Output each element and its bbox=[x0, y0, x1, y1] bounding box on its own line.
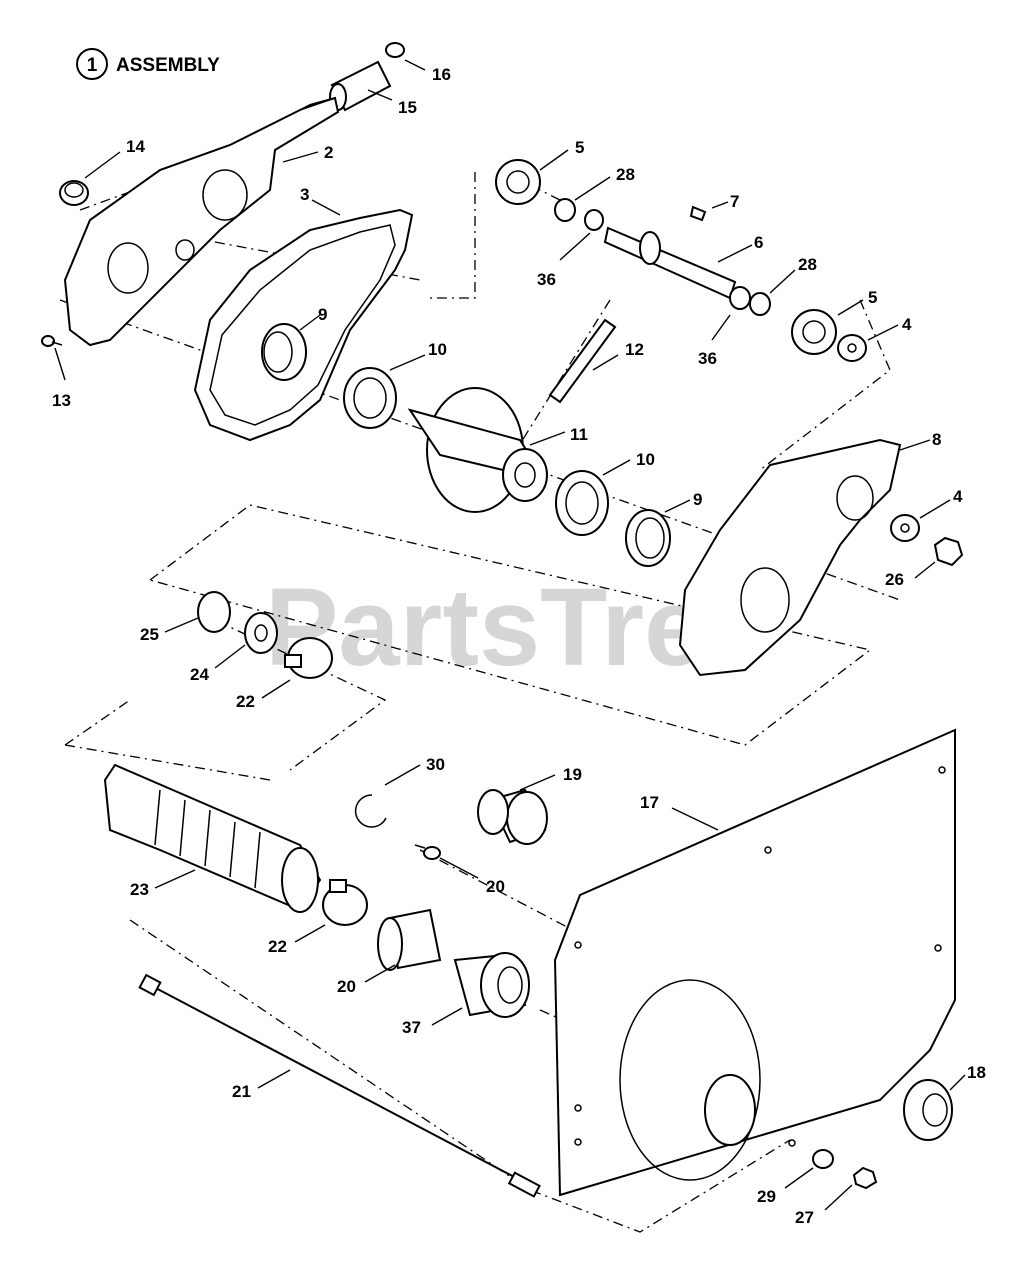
part-9-needle-bearing bbox=[261, 323, 307, 381]
part-15-spacer bbox=[329, 60, 392, 112]
callout-16: 16 bbox=[432, 65, 451, 84]
callout-28: 28 bbox=[616, 165, 635, 184]
callout-4: 4 bbox=[953, 487, 963, 506]
part-20-grease-fitting bbox=[414, 844, 441, 860]
part-22-hose-clamp bbox=[284, 637, 333, 679]
part-8-housing-plate bbox=[678, 438, 902, 677]
part-10-seal bbox=[555, 470, 609, 536]
part-16-retaining-ring bbox=[385, 42, 405, 58]
part-6-shaft bbox=[603, 226, 737, 300]
assembly-title: 1 ASSEMBLY bbox=[76, 48, 220, 80]
part-19-bushing bbox=[477, 788, 548, 845]
callout-5: 5 bbox=[868, 288, 877, 307]
callout-20: 20 bbox=[486, 877, 505, 896]
part-36-washer bbox=[729, 286, 751, 310]
callout-36: 36 bbox=[537, 270, 556, 289]
part-24-washer bbox=[244, 612, 278, 654]
part-5-bearing bbox=[791, 309, 837, 355]
callout-10: 10 bbox=[428, 340, 447, 359]
callout-13: 13 bbox=[52, 391, 71, 410]
leader-lines bbox=[54, 59, 966, 1211]
callout-23: 23 bbox=[130, 880, 149, 899]
callout-11: 11 bbox=[570, 425, 588, 444]
callouts: 16 15 14 2 3 5 28 7 36 6 28 5 4 36 9 10 … bbox=[52, 65, 986, 1227]
part-18-collar bbox=[903, 1079, 953, 1141]
callout-9: 9 bbox=[318, 305, 327, 324]
part-37-bearing bbox=[453, 952, 530, 1018]
part-29-lock-washer bbox=[812, 1149, 834, 1169]
part-12-chain bbox=[548, 318, 617, 404]
part-28-washer bbox=[749, 292, 771, 316]
callout-21: 21 bbox=[232, 1082, 251, 1101]
part-14-cap bbox=[59, 180, 89, 206]
assembly-label: ASSEMBLY bbox=[116, 55, 220, 76]
part-11-sprocket bbox=[407, 387, 548, 513]
callout-37: 37 bbox=[402, 1018, 421, 1037]
callout-8: 8 bbox=[932, 430, 941, 449]
part-9-needle-bearing bbox=[625, 509, 671, 567]
assembly-number-circle bbox=[76, 48, 108, 80]
callout-27: 27 bbox=[795, 1208, 814, 1227]
callout-19: 19 bbox=[563, 765, 582, 784]
callout-4: 4 bbox=[902, 315, 912, 334]
part-28-washer bbox=[554, 198, 576, 222]
callout-29: 29 bbox=[757, 1187, 776, 1206]
part-4-washer bbox=[837, 334, 867, 362]
callout-18: 18 bbox=[967, 1063, 986, 1082]
callout-14: 14 bbox=[126, 137, 145, 156]
callout-30: 30 bbox=[426, 755, 445, 774]
callout-22: 22 bbox=[268, 937, 287, 956]
callout-26: 26 bbox=[885, 570, 904, 589]
callout-9: 9 bbox=[693, 490, 702, 509]
part-13-screw bbox=[41, 335, 63, 347]
part-5-bearing bbox=[495, 159, 541, 205]
assembly-number: 1 bbox=[87, 55, 98, 76]
part-23-boot bbox=[103, 763, 322, 913]
callout-10: 10 bbox=[636, 450, 655, 469]
part-2-chain-case-half bbox=[63, 96, 340, 347]
part-20-bushing bbox=[377, 908, 442, 971]
callout-36: 36 bbox=[698, 349, 717, 368]
part-36-washer bbox=[584, 209, 604, 231]
part-27-nut bbox=[852, 1166, 878, 1190]
callout-5: 5 bbox=[575, 138, 584, 157]
callout-20: 20 bbox=[337, 977, 356, 996]
callout-17: 17 bbox=[640, 793, 659, 812]
part-3-chain-case-half bbox=[193, 208, 414, 442]
callout-12: 12 bbox=[625, 340, 644, 359]
part-4-washer bbox=[890, 514, 920, 542]
part-22-hose-clamp bbox=[322, 879, 368, 926]
callout-7: 7 bbox=[730, 192, 739, 211]
part-10-seal bbox=[343, 367, 397, 429]
part-25-disc bbox=[197, 591, 231, 633]
part-26-nut bbox=[933, 536, 964, 567]
callout-25: 25 bbox=[140, 625, 159, 644]
callout-28: 28 bbox=[798, 255, 817, 274]
part-21-rod bbox=[138, 973, 541, 1198]
part-30-snap-ring bbox=[354, 794, 387, 828]
callout-2: 2 bbox=[324, 143, 333, 162]
part-7-key bbox=[689, 205, 707, 222]
part-17-side-plate bbox=[553, 728, 956, 1197]
callout-6: 6 bbox=[754, 233, 763, 252]
callout-22: 22 bbox=[236, 692, 255, 711]
callout-3: 3 bbox=[300, 185, 309, 204]
callout-24: 24 bbox=[190, 665, 209, 684]
callout-15: 15 bbox=[398, 98, 417, 117]
